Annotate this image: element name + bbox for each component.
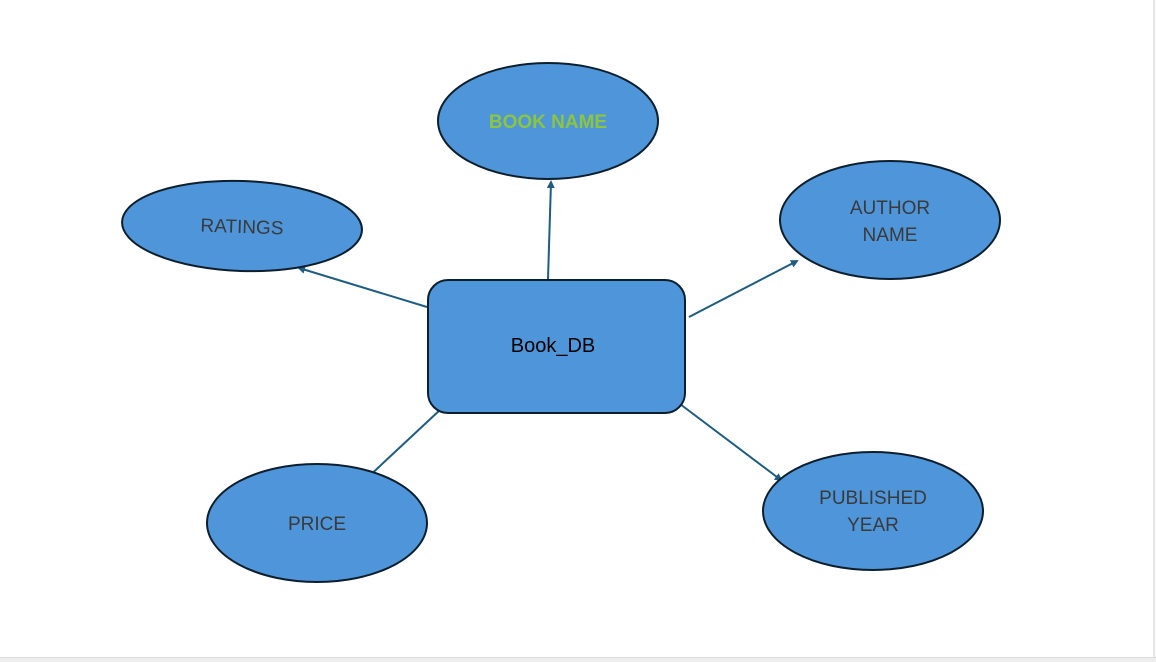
attribute-book-name-label: BOOK NAME: [489, 112, 607, 133]
attribute-author-name-label-line1: AUTHOR: [850, 198, 930, 219]
connector-to-author-name[interactable]: [688, 260, 799, 318]
attribute-published-year-shape[interactable]: [762, 451, 984, 571]
entity-book-db-label: Book_DB: [511, 335, 596, 357]
connector-to-book-name[interactable]: [546, 180, 555, 280]
entity-book-db[interactable]: Book_DB: [427, 279, 686, 414]
attribute-ratings-shape[interactable]: [121, 177, 364, 275]
connector-to-price[interactable]: [363, 408, 442, 482]
attribute-price[interactable]: PRICE: [206, 463, 428, 583]
page-right-border: [1153, 0, 1155, 660]
connector-to-published-year[interactable]: [675, 400, 783, 482]
page-bottom-edge: [0, 657, 1156, 662]
attribute-book-name[interactable]: BOOK NAME: [437, 62, 659, 180]
attribute-author-name[interactable]: AUTHOR NAME: [779, 160, 1001, 280]
entity-book-db-shape[interactable]: [427, 279, 686, 414]
attribute-price-label: PRICE: [288, 514, 346, 535]
attribute-published-year[interactable]: PUBLISHED YEAR: [762, 451, 984, 571]
connector-to-ratings[interactable]: [297, 265, 428, 308]
attribute-ratings-label: RATINGS: [200, 216, 284, 240]
attribute-author-name-shape[interactable]: [779, 160, 1001, 280]
attribute-book-name-shape[interactable]: [437, 62, 659, 180]
attribute-price-shape[interactable]: [206, 463, 428, 583]
attribute-published-year-label-line2: YEAR: [847, 515, 899, 536]
attribute-ratings[interactable]: RATINGS: [121, 177, 364, 275]
attribute-author-name-label-line2: NAME: [863, 225, 918, 246]
attribute-published-year-label-line1: PUBLISHED: [819, 488, 927, 509]
